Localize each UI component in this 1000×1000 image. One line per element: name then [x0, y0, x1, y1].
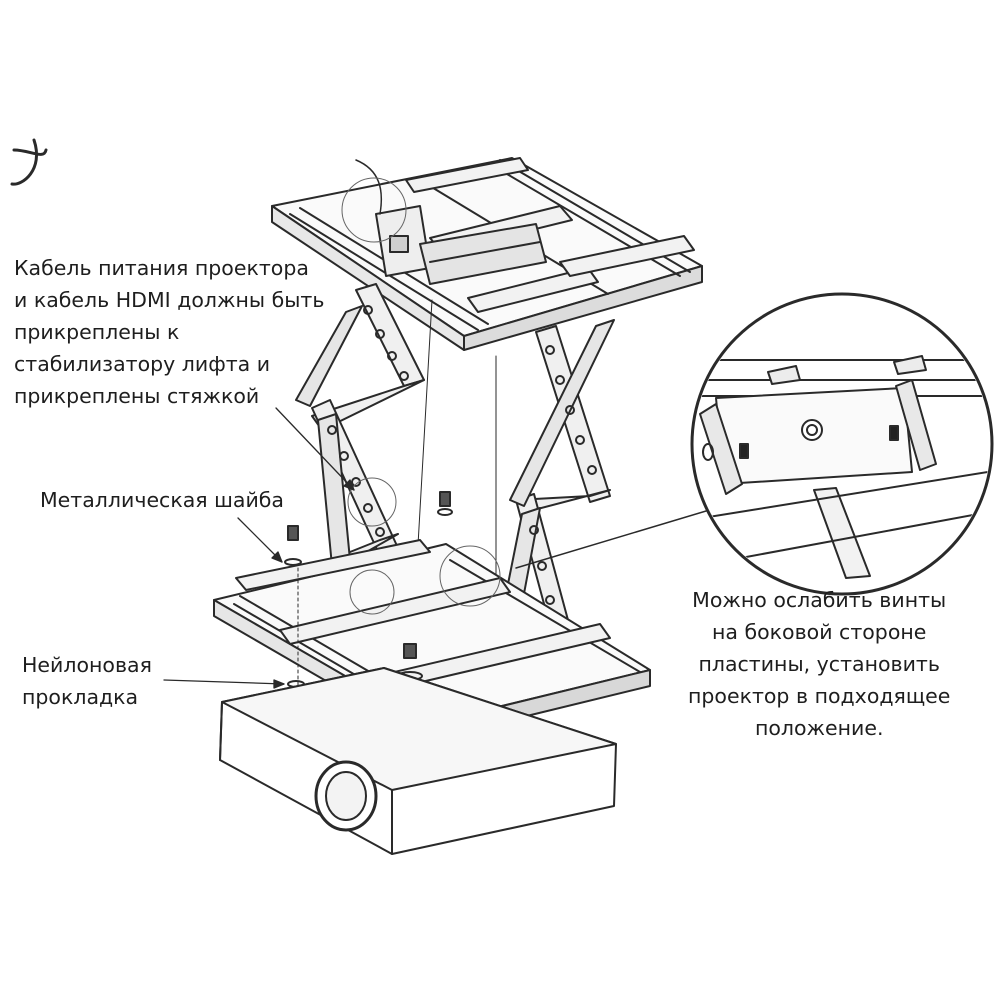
projector: [219, 667, 617, 855]
callout-cable-line: и кабель HDMI должны быть: [14, 288, 325, 312]
callout-cable-line: стабилизатору лифта и: [14, 352, 271, 376]
detail-magnifier: [515, 292, 994, 596]
ceiling-frame: [271, 157, 703, 351]
callout-screws-line: Можно ослабить винты: [692, 588, 947, 612]
callout-metal-washer: Металлическая шайба: [40, 488, 284, 512]
callout-cable-line: прикреплены стяжкой: [14, 384, 260, 408]
callout-nylon-pad-line: прокладка: [22, 685, 139, 709]
step-marker-arc: [10, 138, 48, 186]
callout-screws-line: пластины, установить: [698, 652, 940, 676]
callout-adjust-screws: Можно ослабить винты на боковой стороне …: [688, 584, 950, 744]
callout-cable-routing: Кабель питания проектора и кабель HDMI д…: [14, 252, 324, 412]
callout-screws-line: проектор в подходящее: [688, 684, 951, 708]
callout-cable-line: прикреплены к: [14, 320, 180, 344]
callout-cable-line: Кабель питания проектора: [14, 256, 309, 280]
callout-screws-line: на боковой стороне: [712, 620, 927, 644]
leader-lines: [163, 407, 355, 689]
callout-nylon-pad-line: Нейлоновая: [22, 653, 152, 677]
callout-nylon-pad: Нейлоновая прокладка: [22, 649, 152, 713]
callout-screws-line: положение.: [754, 716, 884, 740]
